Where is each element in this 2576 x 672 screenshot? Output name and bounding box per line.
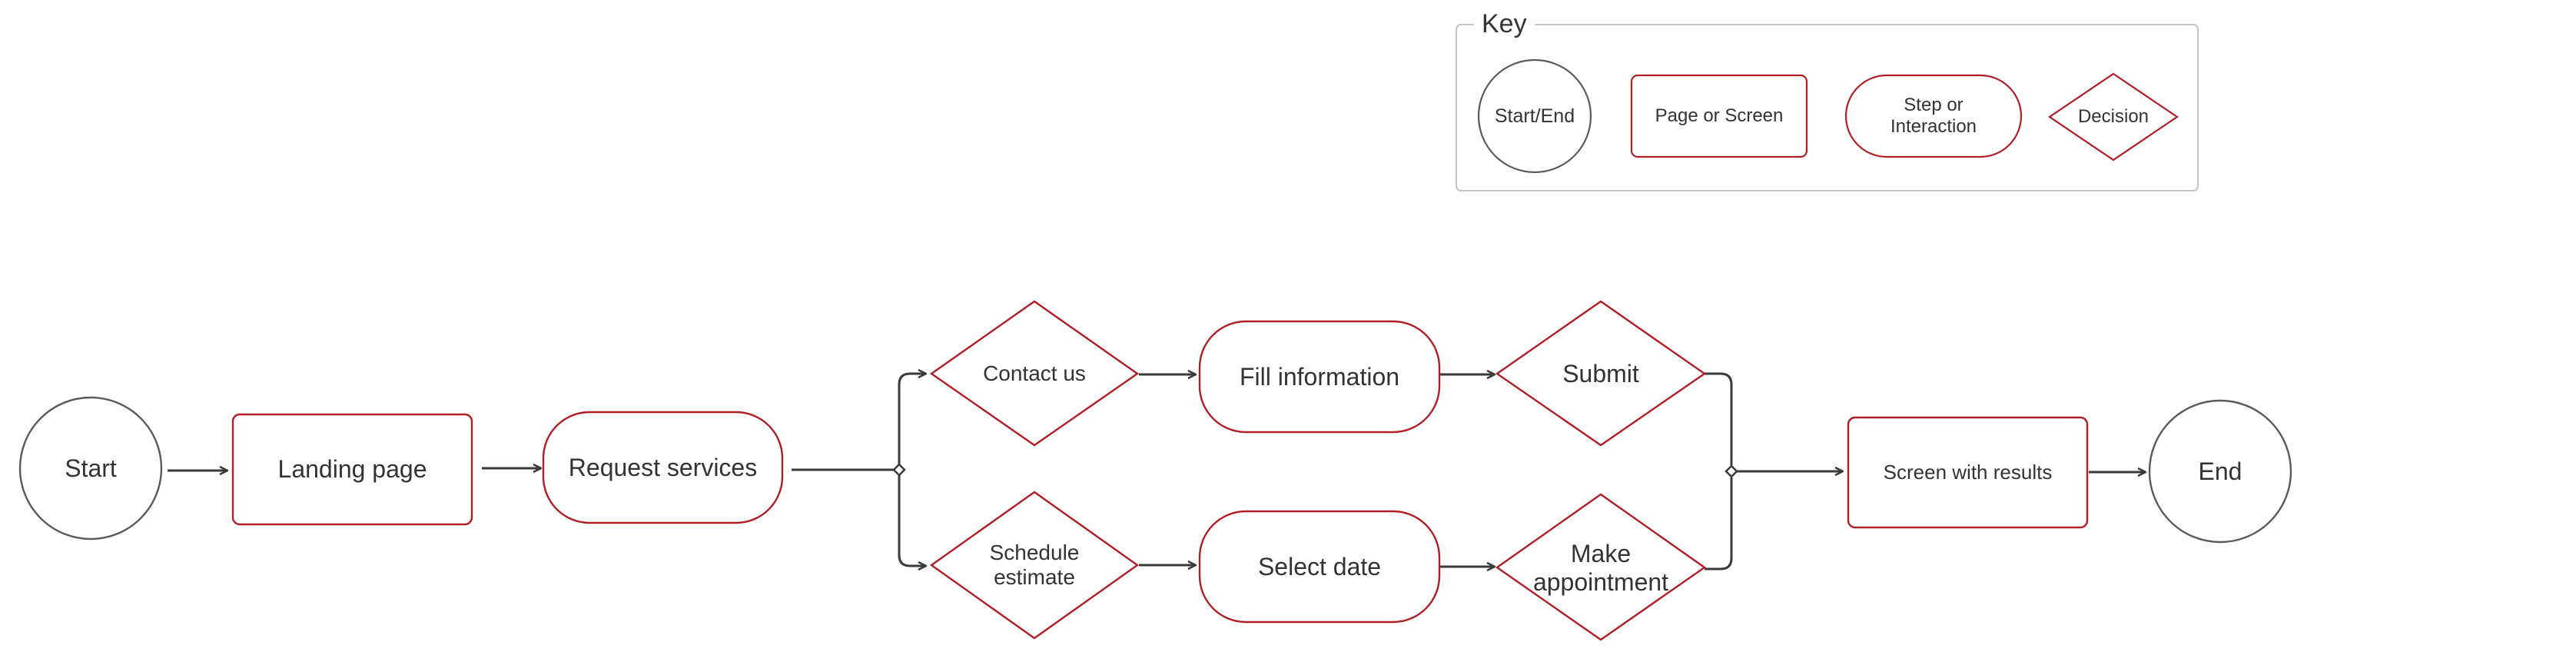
landing-page-label: Landing page xyxy=(277,455,427,484)
make-appointment-label: Make appointment xyxy=(1532,540,1669,596)
fill-information-node xyxy=(1198,320,1441,434)
merge-junction-right xyxy=(1725,464,1738,478)
select-date-label: Select date xyxy=(1257,552,1382,581)
key-decision-label: Decision xyxy=(2077,106,2149,128)
schedule-estimate-decision xyxy=(929,491,1140,640)
edge-branch-schedule xyxy=(898,474,926,566)
key-start-end-shape xyxy=(1477,58,1592,174)
make-appointment-decision xyxy=(1495,493,1707,641)
landing-page-node xyxy=(231,413,473,526)
schedule-estimate-label: Schedule estimate xyxy=(989,540,1080,589)
edge-branch-contact xyxy=(898,374,926,465)
key-page-screen-shape xyxy=(1630,74,1808,158)
request-services-node xyxy=(542,411,784,524)
fill-information-label: Fill information xyxy=(1239,362,1400,391)
key-start-end-label: Start/End xyxy=(1494,105,1575,127)
key-decision-shape xyxy=(2048,72,2179,161)
edge-submit-merge xyxy=(1705,372,1733,465)
key-step-interaction-label: Step or Interaction xyxy=(1890,95,1977,137)
key-title: Key xyxy=(1474,9,1535,39)
submit-label: Submit xyxy=(1562,359,1639,388)
request-services-label: Request services xyxy=(568,453,758,481)
branch-junction-left xyxy=(892,463,906,477)
contact-us-decision xyxy=(929,300,1140,447)
start-label: Start xyxy=(65,454,117,482)
submit-decision xyxy=(1495,300,1707,447)
edge-make-merge xyxy=(1705,477,1733,571)
select-date-node xyxy=(1198,510,1441,624)
screen-with-results-label: Screen with results xyxy=(1883,460,2053,484)
key-step-interaction-shape xyxy=(1844,74,2023,158)
contact-us-label: Contact us xyxy=(983,361,1086,385)
key-page-screen-label: Page or Screen xyxy=(1655,105,1784,127)
screen-with-results-node xyxy=(1847,416,2089,529)
start-node xyxy=(18,396,163,541)
end-node xyxy=(2148,399,2292,544)
end-label: End xyxy=(2198,457,2242,485)
